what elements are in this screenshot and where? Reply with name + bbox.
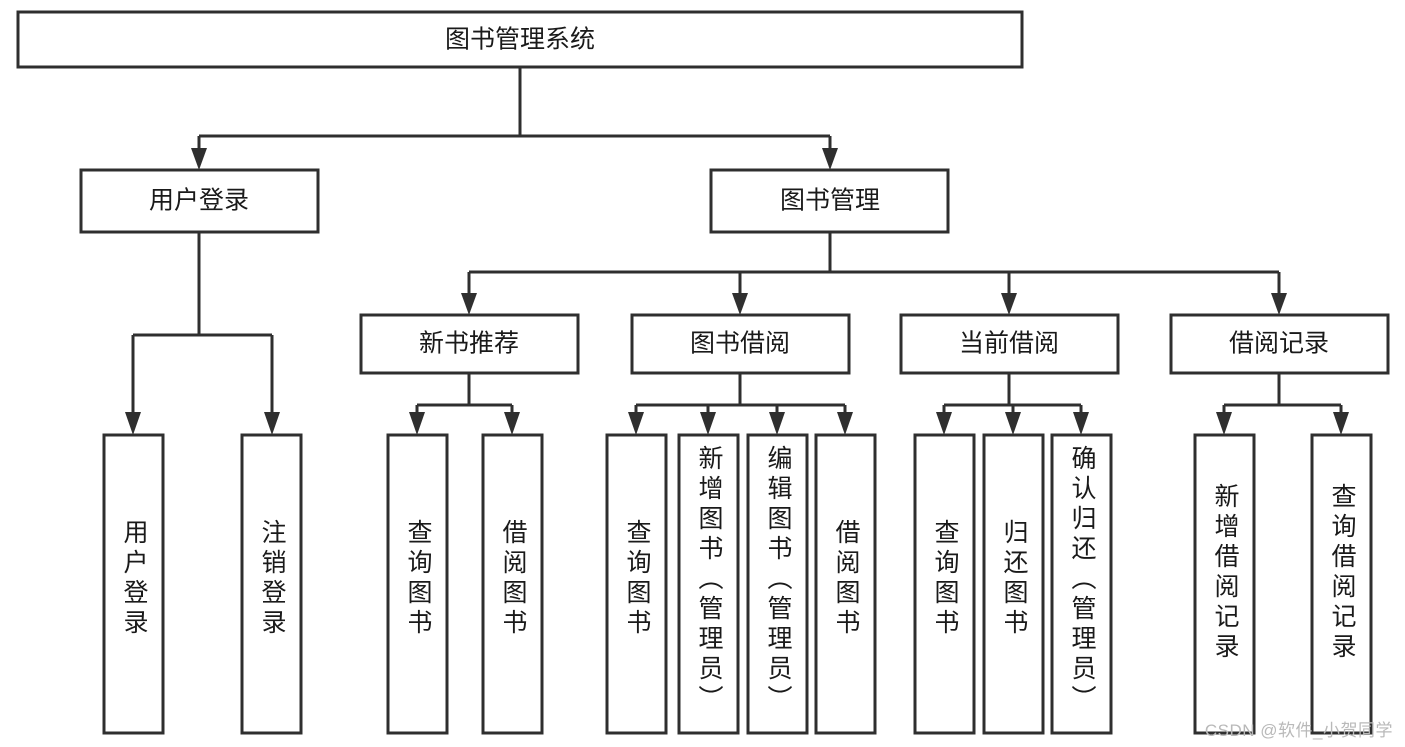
node-new-book-recommend-box[interactable]	[359, 313, 580, 375]
node-current-borrow-label: 当前借阅	[959, 330, 1059, 358]
leaf-box-edit-book-admin[interactable]	[746, 433, 809, 735]
arrow-bookmgmt-to-borrow	[732, 293, 748, 315]
arrow-bookborrow-leaf-4	[837, 412, 853, 435]
arrow-newbook-leaf-1	[409, 412, 425, 435]
leaf-box-return-book[interactable]	[982, 433, 1045, 735]
leaf-box-add-book-admin[interactable]	[677, 433, 740, 735]
node-borrow-record[interactable]: 借阅记录	[1169, 313, 1390, 375]
arrow-bookborrow-leaf-2	[700, 412, 716, 435]
leaf-box-user-login[interactable]	[102, 433, 165, 735]
node-borrow-record-label: 借阅记录	[1229, 330, 1329, 358]
arrow-bookmgmt-to-newbook	[461, 293, 477, 315]
arrow-borrowrecord-leaf-2	[1333, 412, 1349, 435]
leaf-box-query-book-2[interactable]	[605, 433, 668, 735]
leaf-box-borrow-book-2[interactable]	[814, 433, 877, 735]
connector-layer	[125, 67, 1349, 435]
node-user-login-label: 用户登录	[149, 187, 249, 215]
node-new-book-recommend[interactable]: 新书推荐	[359, 313, 580, 375]
node-book-borrow-label: 图书借阅	[690, 330, 790, 358]
arrow-bookborrow-leaf-3	[769, 412, 785, 435]
leaf-box-borrow-book-1[interactable]	[481, 433, 544, 735]
node-book-borrow-box[interactable]	[630, 313, 851, 375]
node-root-box[interactable]	[16, 10, 1024, 69]
node-book-management-label: 图书管理	[780, 187, 880, 215]
node-user-login[interactable]: 用户登录	[79, 168, 320, 234]
node-root-label: 图书管理系统	[445, 26, 595, 54]
node-root[interactable]: 图书管理系统	[16, 10, 1024, 69]
arrow-root-to-user-login	[191, 148, 207, 170]
leaf-box-query-book-1[interactable]	[386, 433, 449, 735]
leaf-box-query-book-3[interactable]	[913, 433, 976, 735]
arrow-userlogin-leaf-1	[125, 412, 141, 435]
arrow-currentborrow-leaf-1	[936, 412, 952, 435]
arrow-bookmgmt-to-current	[1001, 293, 1017, 315]
leaf-box-logout[interactable]	[240, 433, 303, 735]
node-current-borrow-box[interactable]	[899, 313, 1120, 375]
node-book-borrow[interactable]: 图书借阅	[630, 313, 851, 375]
arrow-userlogin-leaf-2	[264, 412, 280, 435]
node-book-management-box[interactable]	[709, 168, 950, 234]
node-book-management[interactable]: 图书管理	[709, 168, 950, 234]
arrow-bookmgmt-to-record	[1271, 293, 1287, 315]
csdn-watermark: CSDN @软件_小贺同学	[1204, 721, 1393, 740]
arrow-bookborrow-leaf-1	[628, 412, 644, 435]
arrow-newbook-leaf-2	[504, 412, 520, 435]
arrow-borrowrecord-leaf-1	[1216, 412, 1232, 435]
node-user-login-box[interactable]	[79, 168, 320, 234]
node-borrow-record-box[interactable]	[1169, 313, 1390, 375]
arrow-root-to-book-mgmt	[822, 148, 838, 170]
node-current-borrow[interactable]: 当前借阅	[899, 313, 1120, 375]
node-new-book-recommend-label: 新书推荐	[419, 330, 519, 358]
arrow-currentborrow-leaf-2	[1005, 412, 1021, 435]
leaf-box-query-borrow-record[interactable]	[1310, 433, 1373, 735]
leaf-box-add-borrow-record[interactable]	[1193, 433, 1256, 735]
leaf-box-confirm-return-admin[interactable]	[1050, 433, 1113, 735]
leaf-box-layer	[102, 433, 1373, 735]
arrow-currentborrow-leaf-3	[1073, 412, 1089, 435]
